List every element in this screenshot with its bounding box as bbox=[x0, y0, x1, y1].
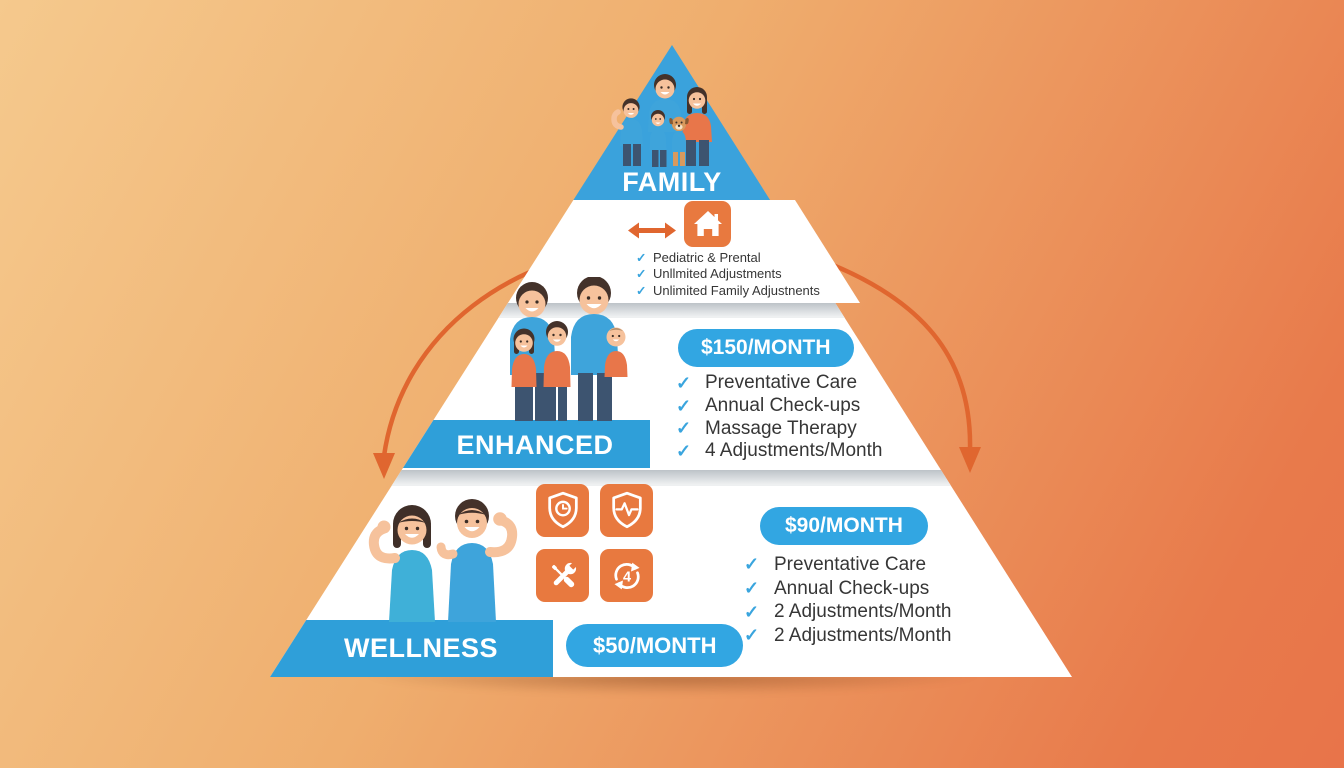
pyramid-shadow bbox=[258, 675, 1086, 705]
tier-separator bbox=[270, 303, 1072, 318]
tier-separator bbox=[270, 470, 1072, 486]
left-arrowhead-icon bbox=[373, 453, 395, 479]
right-arrowhead-icon bbox=[959, 447, 981, 473]
wellness-label-band bbox=[270, 620, 553, 677]
family-feature-panel bbox=[598, 200, 860, 303]
tier-family-background bbox=[270, 45, 1072, 200]
enhanced-label-band bbox=[270, 420, 650, 468]
